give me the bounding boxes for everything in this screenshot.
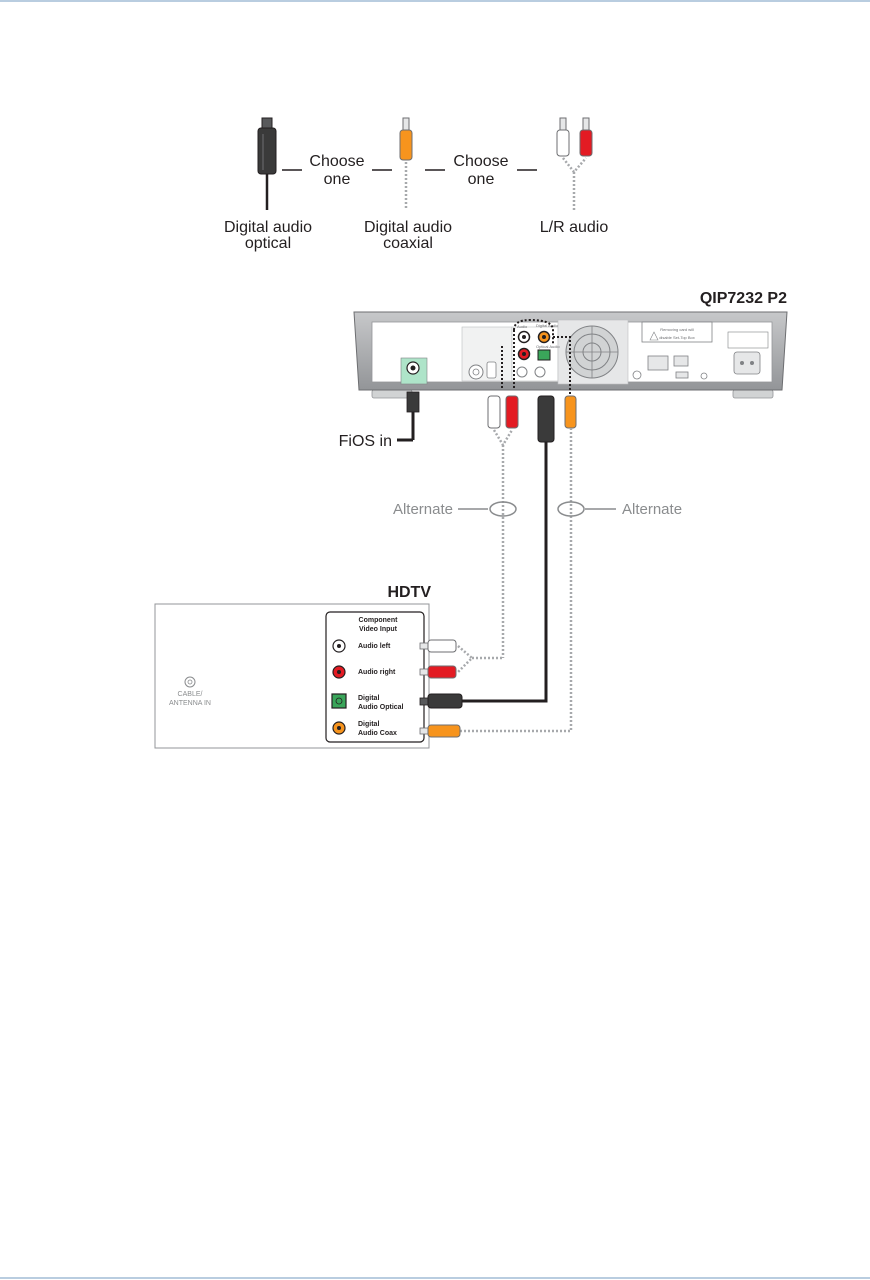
hdtv-title: HDTV bbox=[387, 584, 431, 601]
input-label-audio-left: Audio left bbox=[358, 643, 391, 650]
box-optical-plug bbox=[537, 395, 555, 443]
choose-one-label-1-line2: one bbox=[324, 171, 351, 188]
optical-label-line2: optical bbox=[245, 235, 291, 252]
input-label-optical-line1: Digital bbox=[358, 695, 379, 702]
input-label-optical-line2: Audio Optical bbox=[358, 704, 404, 711]
hdtv-panel bbox=[154, 603, 430, 749]
panel-title-line1: Component bbox=[359, 617, 399, 624]
choose-one-label-2-line2: one bbox=[468, 171, 495, 188]
optical-label-line1: Digital audio bbox=[224, 219, 312, 236]
fios-in-label: FiOS in bbox=[339, 433, 392, 450]
antenna-label-line1: CABLE/ bbox=[178, 691, 203, 698]
lr-audio-label: L/R audio bbox=[540, 219, 609, 236]
top-rule bbox=[0, 0, 870, 2]
input-label-coax-line2: Audio Coax bbox=[358, 730, 397, 737]
coaxial-label-line2: coaxial bbox=[383, 235, 433, 252]
port-label-audio: Audio bbox=[517, 324, 528, 329]
input-label-coax-line1: Digital bbox=[358, 721, 379, 728]
fios-cable bbox=[397, 391, 420, 442]
antenna-label-line2: ANTENNA IN bbox=[169, 700, 211, 707]
alternate-label-right: Alternate bbox=[622, 501, 682, 518]
port-label-optical-audio: Optical Audio bbox=[536, 344, 560, 349]
lr-audio-plug-icon bbox=[556, 117, 593, 210]
tv-audio-right-plug bbox=[419, 665, 457, 679]
choose-one-label-1-line1: Choose bbox=[309, 153, 364, 170]
warning-line1: Removing card will bbox=[660, 327, 694, 332]
set-top-box: Removing card will disable Set-Top Box A… bbox=[353, 311, 788, 399]
warning-line2: disable Set-Top Box bbox=[659, 335, 695, 340]
coaxial-label-line1: Digital audio bbox=[364, 219, 452, 236]
coax-plug-icon bbox=[399, 117, 413, 210]
tv-coax-plug bbox=[419, 724, 461, 738]
tv-audio-left-plug bbox=[419, 639, 457, 653]
set-top-box-model: QIP7232 P2 bbox=[700, 290, 787, 307]
alternate-label-left: Alternate bbox=[393, 501, 453, 518]
input-label-audio-right: Audio right bbox=[358, 669, 396, 676]
bottom-rule bbox=[0, 1277, 870, 1279]
port-label-digital-audio: Digital Audio bbox=[536, 323, 559, 328]
optical-plug-icon bbox=[257, 117, 277, 210]
choose-one-label-2-line1: Choose bbox=[453, 153, 508, 170]
box-coax-plug bbox=[564, 395, 577, 429]
optical-jack bbox=[331, 693, 347, 709]
box-lr-plugs bbox=[487, 395, 519, 448]
panel-title-line2: Video Input bbox=[359, 626, 398, 633]
tv-optical-plug bbox=[419, 693, 463, 709]
